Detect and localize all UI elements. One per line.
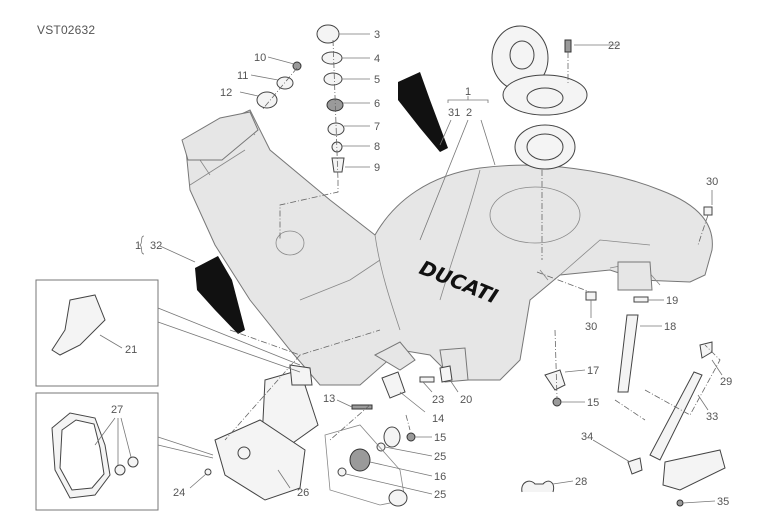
callout-25-upper: 25 (434, 451, 446, 463)
drawing-code: VST02632 (37, 23, 96, 37)
callout-1-left: 1 (135, 240, 141, 252)
part-10-screw (292, 61, 302, 71)
part-18-hose (617, 314, 639, 393)
callout-28: 28 (575, 476, 587, 488)
part-25a-spacer (376, 442, 386, 452)
callout-32: 32 (150, 240, 162, 252)
part-35-bracket (662, 449, 726, 491)
callout-17: 17 (587, 365, 599, 377)
callout-3: 3 (374, 29, 380, 41)
callout-1-top: 1 (465, 86, 471, 98)
part-20-nut (439, 365, 453, 383)
callout-30-right: 30 (706, 176, 718, 188)
inset-box-21 (35, 279, 159, 387)
tank-rear-mount (181, 111, 259, 161)
callout-15-right: 15 (587, 397, 599, 409)
part-15b-screw (552, 397, 562, 407)
part-25b-spacer (337, 467, 347, 477)
callout-22: 22 (608, 40, 620, 52)
part-19-clip (633, 296, 649, 303)
callout-4: 4 (374, 53, 380, 65)
part-5-seal (323, 72, 343, 86)
callout-20: 20 (460, 394, 472, 406)
callout-8: 8 (374, 141, 380, 153)
part-17-clamp (544, 369, 566, 391)
part-14-bracket (381, 371, 406, 399)
part-30b-plug (585, 291, 597, 301)
front-mount-parts (324, 365, 453, 507)
callout-13: 13 (323, 393, 335, 405)
callout-14: 14 (432, 413, 444, 425)
part-34-fitting (627, 457, 643, 475)
callout-27: 27 (111, 404, 123, 416)
callout-5: 5 (374, 74, 380, 86)
callout-33: 33 (706, 411, 718, 423)
callout-26: 26 (297, 487, 309, 499)
part-21-connector (51, 294, 106, 356)
callout-21: 21 (125, 344, 137, 356)
callout-19: 19 (666, 295, 678, 307)
callout-7: 7 (374, 121, 380, 133)
drain-parts (521, 206, 726, 507)
callout-10: 10 (254, 52, 266, 64)
callout-31: 31 (448, 107, 460, 119)
part-12-grommet (256, 91, 278, 109)
callout-24: 24 (173, 487, 185, 499)
part-29-t-fitting (699, 341, 713, 359)
callout-18: 18 (664, 321, 676, 333)
part-9-clip (331, 157, 345, 173)
callout-labels: 3 4 5 6 7 8 9 10 11 12 1 31 2 22 30 30 1… (111, 29, 732, 508)
callout-35: 35 (717, 496, 729, 508)
filler-flange (491, 25, 588, 260)
callout-30-lower: 30 (585, 321, 597, 333)
part-4-ring (321, 51, 343, 65)
callout-6: 6 (374, 98, 380, 110)
part-33-hose (649, 371, 703, 461)
part-16-bushing (349, 448, 371, 472)
callout-2: 2 (466, 107, 472, 119)
callout-16: 16 (434, 471, 446, 483)
decal-31 (398, 72, 448, 152)
callout-11: 11 (237, 70, 248, 82)
fuel-pump (204, 329, 381, 501)
callout-34: 34 (581, 431, 593, 443)
part-3-cap (316, 24, 340, 44)
part-15a-screw (406, 432, 416, 442)
callout-9: 9 (374, 162, 380, 174)
part-28-clamp (521, 480, 555, 493)
callout-15-left: 15 (434, 432, 446, 444)
callout-23: 23 (432, 394, 444, 406)
filler-cap-parts (256, 24, 345, 240)
part-23-stud (419, 376, 435, 383)
callout-12: 12 (220, 87, 232, 99)
decal-32 (195, 256, 245, 334)
part-22-screw (564, 39, 572, 53)
callout-25-lower: 25 (434, 489, 446, 501)
fuel-tank: DUCATI (181, 109, 713, 386)
spacer (383, 426, 401, 448)
pump-base-plate (214, 419, 306, 501)
callout-29: 29 (720, 376, 732, 388)
part-30a-plug (703, 206, 713, 216)
leader-lines (94, 33, 723, 504)
part-24-screw (204, 468, 212, 476)
